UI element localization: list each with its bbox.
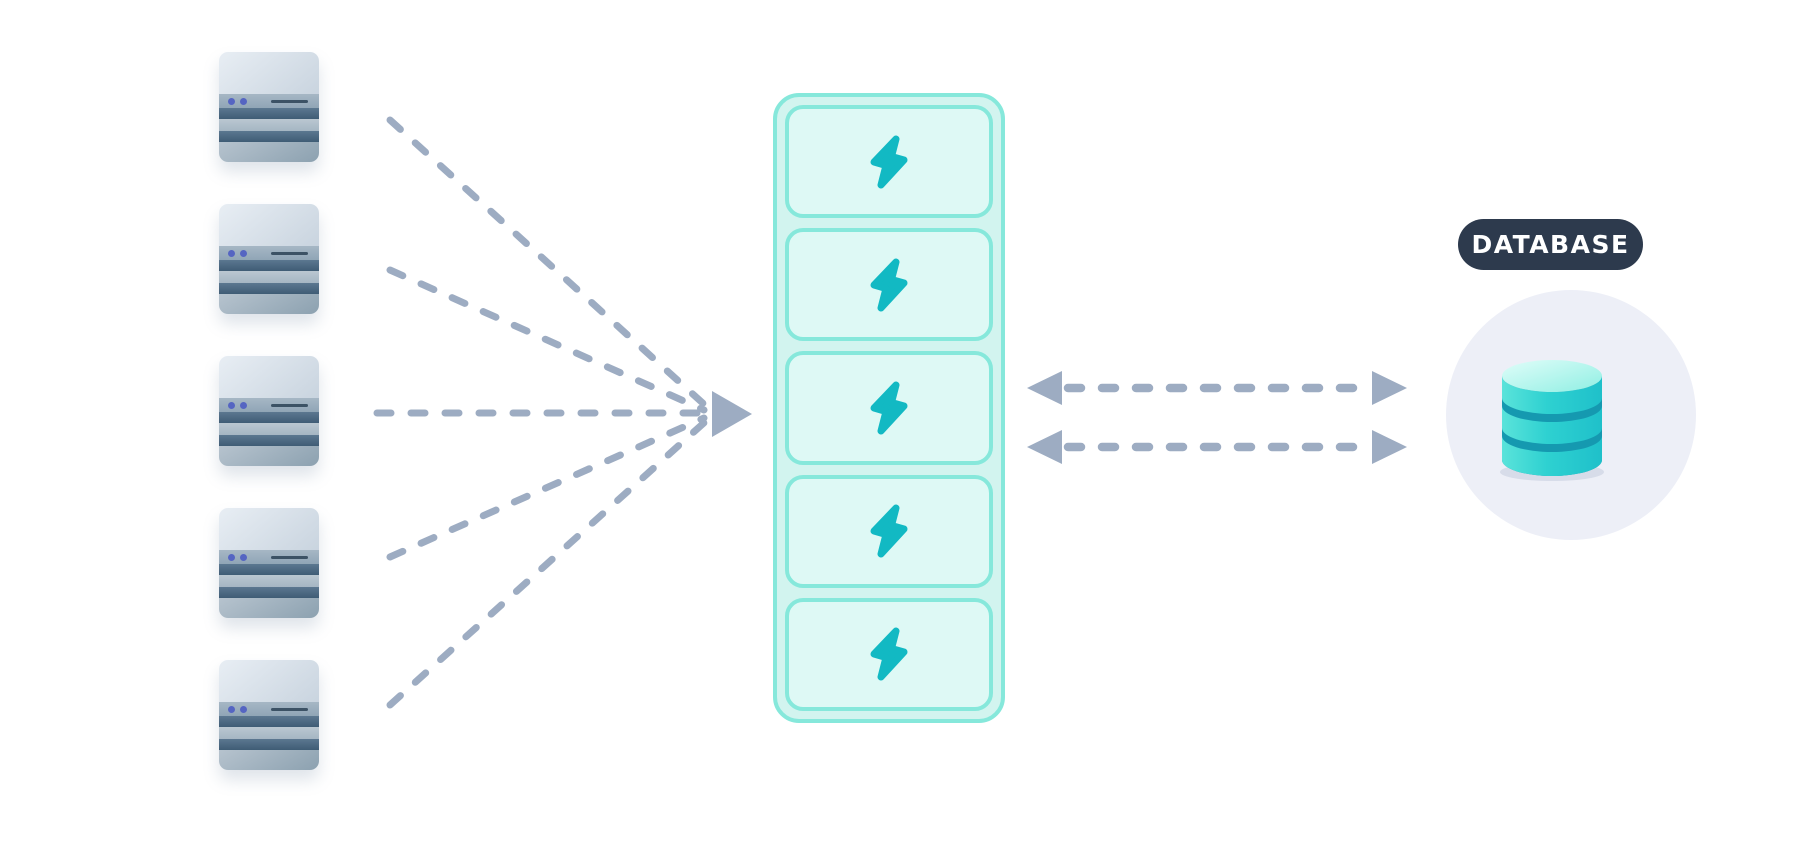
server-vent-slot (271, 555, 308, 559)
server-chassis-top (219, 508, 319, 550)
merge-arrowhead-icon (712, 391, 752, 437)
pool-slot (785, 105, 993, 219)
arrowhead-right-icon (1372, 371, 1407, 405)
cylinder-disk (1502, 376, 1602, 414)
server-rack-stripe (219, 131, 319, 142)
pool-slot (785, 228, 993, 342)
database-badge: DATABASE (1458, 219, 1643, 270)
server-led-dot (228, 97, 235, 105)
lightning-bolt-icon (870, 504, 908, 558)
pool-slot (785, 597, 993, 712)
server-rack-stripe (219, 435, 319, 446)
server-chassis-top (219, 356, 319, 398)
arrowhead-left-icon (1027, 430, 1062, 464)
arrowhead-right-icon (1372, 430, 1407, 464)
cylinder-disk (1502, 406, 1602, 444)
server-led-dot (240, 249, 247, 257)
arrowhead-left-icon (1027, 371, 1062, 405)
connection-pool (773, 93, 1005, 723)
server-rack-stripe (219, 423, 319, 435)
server-led-dot (228, 553, 235, 561)
server-icon (219, 204, 319, 314)
server-rack-stripe (219, 598, 319, 618)
server-chassis-top (219, 660, 319, 702)
server-rack-stripe (219, 142, 319, 162)
server-rack-stripe (219, 575, 319, 587)
server-rack-stripe (219, 260, 319, 271)
server-led-panel (219, 246, 319, 260)
server-icon (219, 356, 319, 466)
lightning-bolt-icon (870, 258, 908, 312)
server-led-dot (240, 401, 247, 409)
server-led-dot (240, 97, 247, 105)
server-led-dot (228, 705, 235, 713)
database-cylinder-icon (1500, 360, 1604, 481)
cylinder-disk (1502, 436, 1602, 476)
server-rack-stripe (219, 587, 319, 598)
bidirectional-arrow-bottom (1027, 430, 1407, 464)
server-rack-stripe (219, 294, 319, 314)
server-led-panel (219, 398, 319, 412)
server-led-panel (219, 550, 319, 564)
pool-slot (785, 474, 993, 588)
server-vent-slot (271, 403, 308, 407)
server-led-panel (219, 94, 319, 108)
server-icon (219, 508, 319, 618)
server-chassis-top (219, 204, 319, 246)
server-vent-slot (271, 251, 308, 255)
server-rack-stripe (219, 727, 319, 739)
server-rack-stripe (219, 271, 319, 283)
server-rack-stripe (219, 739, 319, 750)
server-rack-stripe (219, 283, 319, 294)
server-icon (219, 52, 319, 162)
pool-slot (785, 351, 993, 465)
server-led-dot (240, 553, 247, 561)
server-chassis-top (219, 52, 319, 94)
cylinder-top-face (1502, 360, 1602, 392)
server-vent-slot (271, 99, 308, 103)
server-led-dot (228, 249, 235, 257)
database-badge-label: DATABASE (1471, 230, 1630, 259)
server-rack-stripe (219, 564, 319, 575)
lightning-bolt-icon (870, 381, 908, 435)
server-rack-stripe (219, 446, 319, 466)
fan-in-line (386, 417, 710, 709)
server-rack-stripe (219, 412, 319, 423)
fan-in-lines (373, 116, 710, 709)
server-icon (219, 660, 319, 770)
fan-in-line (386, 266, 708, 414)
lightning-bolt-icon (870, 135, 908, 189)
server-vent-slot (271, 707, 308, 711)
bidirectional-arrow-top (1027, 371, 1407, 405)
server-led-dot (240, 705, 247, 713)
fan-in-line (386, 116, 710, 410)
fan-in-line (386, 414, 708, 561)
server-rack-stripe (219, 750, 319, 770)
server-rack-stripe (219, 108, 319, 119)
server-rack-stripe (219, 716, 319, 727)
server-rack-stripe (219, 119, 319, 131)
lightning-bolt-icon (870, 627, 908, 681)
server-led-dot (228, 401, 235, 409)
server-led-panel (219, 702, 319, 716)
